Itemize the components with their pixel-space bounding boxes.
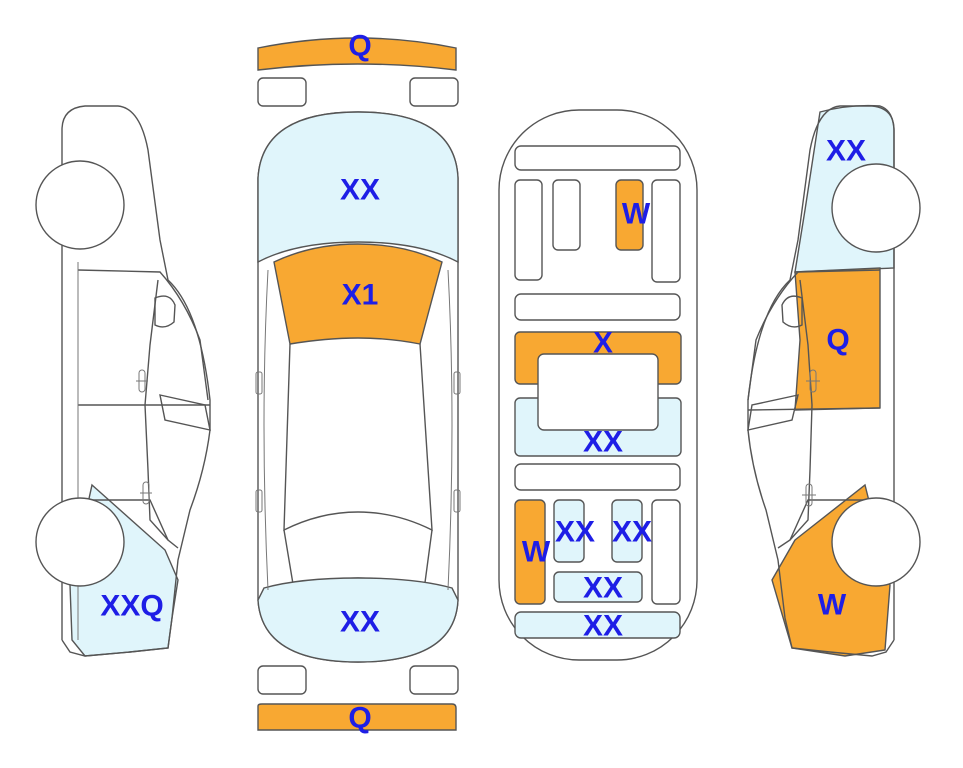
front-left-light bbox=[257, 77, 307, 107]
floor-opening bbox=[537, 353, 659, 431]
label-floor-center: XX bbox=[583, 426, 623, 459]
label-floor-front-pillar: W bbox=[622, 198, 651, 231]
right-mirror bbox=[781, 295, 803, 328]
left-side-sill bbox=[263, 269, 269, 591]
floor-rear-d-panel[interactable] bbox=[514, 611, 681, 639]
right-rocker bbox=[777, 499, 880, 549]
right-body-outline bbox=[747, 105, 895, 657]
floor-rear-c-panel[interactable] bbox=[553, 571, 643, 603]
underbody-view: W X XX W XX XX XX XX bbox=[498, 109, 698, 661]
left-rear-wheel bbox=[35, 497, 125, 587]
label-floor-rear-left: W bbox=[522, 536, 551, 569]
label-rear-bumper: Q bbox=[348, 702, 371, 735]
left-glass-rear bbox=[159, 394, 211, 431]
top-right-mirror bbox=[453, 371, 461, 395]
left-front-wheel bbox=[35, 160, 125, 250]
hood-panel[interactable] bbox=[257, 111, 459, 264]
label-front-bumper: Q bbox=[348, 30, 371, 63]
left-mirror bbox=[154, 295, 176, 328]
right-belt-line bbox=[747, 407, 881, 411]
label-right-front-fender: XX bbox=[826, 135, 866, 168]
left-door-split bbox=[144, 279, 169, 541]
right-side-view: XX Q W bbox=[747, 104, 921, 657]
left-rocker bbox=[78, 499, 179, 549]
roof-outline bbox=[283, 343, 433, 532]
left-side-view: XXQ bbox=[35, 105, 211, 657]
right-door-split bbox=[789, 279, 813, 541]
front-right-light bbox=[409, 77, 459, 107]
label-floor-rear-b: XX bbox=[612, 516, 652, 549]
top-view: Q XX X1 XX Q bbox=[255, 30, 461, 735]
left-roof-line bbox=[77, 269, 209, 401]
front-bumper-panel[interactable] bbox=[257, 37, 457, 71]
right-rear-wheel bbox=[831, 497, 921, 587]
rear-bumper-panel[interactable] bbox=[257, 703, 457, 731]
label-trunk: XX bbox=[340, 606, 380, 639]
label-floor-rear-d: XX bbox=[583, 610, 623, 643]
label-floor-rear-c: XX bbox=[583, 572, 623, 605]
windshield-panel[interactable] bbox=[273, 243, 443, 345]
right-glass-rear bbox=[747, 394, 799, 431]
left-body-outline bbox=[61, 105, 211, 657]
right-front-wheel bbox=[831, 163, 921, 253]
floor-rear-b-panel[interactable] bbox=[611, 499, 643, 563]
right-side-sill bbox=[447, 269, 453, 591]
trunk-panel[interactable] bbox=[257, 577, 459, 663]
floor-rear-left-panel[interactable] bbox=[514, 499, 546, 605]
label-windshield: X1 bbox=[342, 279, 379, 312]
label-left-rear-fender: XXQ bbox=[100, 590, 163, 623]
rear-left-light bbox=[257, 665, 307, 695]
floor-front-pillar-panel[interactable] bbox=[615, 179, 644, 251]
right-roof-line bbox=[747, 269, 881, 401]
label-floor-rear-a: XX bbox=[555, 516, 595, 549]
label-right-front-door: Q bbox=[826, 324, 849, 357]
label-right-rear-fender: W bbox=[818, 589, 847, 622]
top-left-mirror bbox=[255, 371, 263, 395]
label-floor-cross-member: X bbox=[593, 327, 613, 360]
rear-right-light bbox=[409, 665, 459, 695]
floor-rear-a-panel[interactable] bbox=[553, 499, 585, 563]
label-hood: XX bbox=[340, 174, 380, 207]
